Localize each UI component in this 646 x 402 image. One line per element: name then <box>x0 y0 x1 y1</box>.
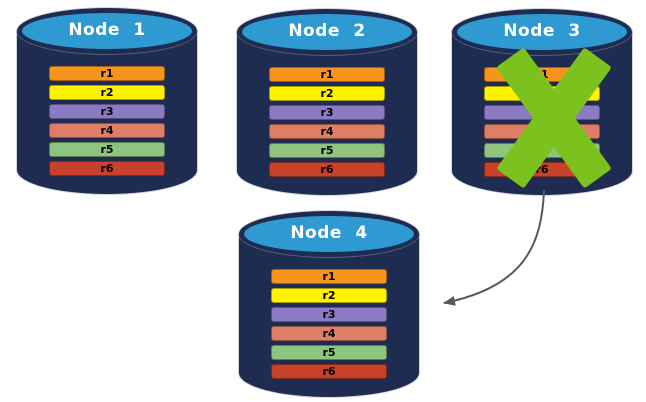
node-4-rows: r1 r2 r3 r4 r5 r6 <box>271 269 387 379</box>
replica-row-r3: r3 <box>49 104 165 119</box>
node-2-rows: r1 r2 r3 r4 r5 r6 <box>269 67 385 177</box>
replica-row-r5: r5 <box>269 143 385 158</box>
replica-row-r4: r4 <box>49 123 165 138</box>
node-1: Node 1 r1 r2 r3 r4 r5 r6 <box>17 8 197 194</box>
node-4: Node 4 r1 r2 r3 r4 r5 r6 <box>239 211 419 397</box>
node-4-cylinder-top <box>239 211 419 257</box>
replica-row-r2: r2 <box>271 288 387 303</box>
failure-x-icon <box>497 48 611 188</box>
replica-row-r6: r6 <box>49 161 165 176</box>
replica-row-r5: r5 <box>271 345 387 360</box>
node-1-cylinder-top <box>17 8 197 54</box>
replica-row-r2: r2 <box>49 85 165 100</box>
node-3-title: Node 3 <box>503 21 581 41</box>
node-1-title: Node 1 <box>68 20 146 40</box>
node-2-cylinder-top <box>237 9 417 55</box>
replica-row-r6: r6 <box>271 364 387 379</box>
replica-row-r1: r1 <box>269 67 385 82</box>
replica-row-r3: r3 <box>271 307 387 322</box>
node-4-title: Node 4 <box>290 223 368 243</box>
replica-row-r2: r2 <box>269 86 385 101</box>
replica-row-r1: r1 <box>49 66 165 81</box>
replica-row-r4: r4 <box>271 326 387 341</box>
replica-row-r4: r4 <box>269 124 385 139</box>
node-3: Node 3 r1 r2 r3 r4 r5 r6 <box>452 9 632 195</box>
replica-row-r6: r6 <box>269 162 385 177</box>
node-2: Node 2 r1 r2 r3 r4 r5 r6 <box>237 9 417 195</box>
replica-row-r3: r3 <box>269 105 385 120</box>
replica-row-r5: r5 <box>49 142 165 157</box>
replica-row-r1: r1 <box>271 269 387 284</box>
node-1-rows: r1 r2 r3 r4 r5 r6 <box>49 66 165 176</box>
node-2-title: Node 2 <box>288 21 366 41</box>
node-3-cylinder-top <box>452 9 632 55</box>
